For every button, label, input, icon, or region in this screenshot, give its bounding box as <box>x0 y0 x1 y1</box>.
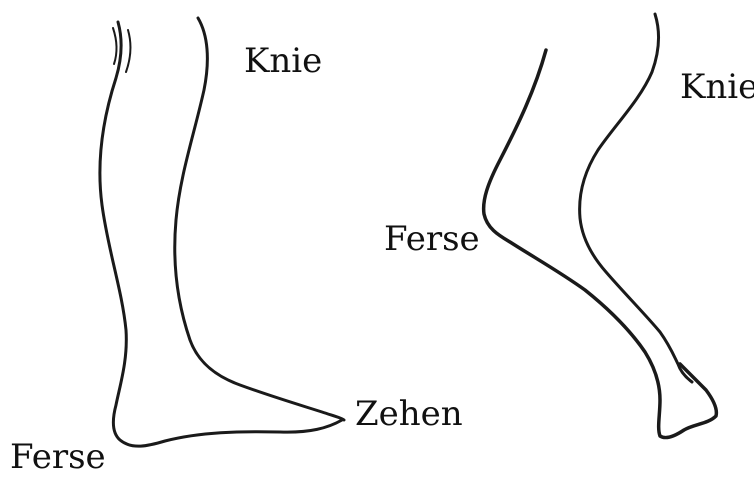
right-knee-label: Knie <box>680 67 754 107</box>
left-heel-label: Ferse <box>10 437 106 477</box>
left-toes-label: Zehen <box>355 394 463 434</box>
right-leg-back-contour <box>484 50 717 438</box>
right-heel-label: Ferse <box>384 219 480 259</box>
left-leg-back-contour <box>100 22 342 446</box>
left-leg-drawing <box>100 18 344 446</box>
left-knee-label: Knie <box>244 41 322 81</box>
right-leg-front-contour <box>580 14 692 382</box>
left-leg-back-contour-double-2 <box>113 28 117 64</box>
left-leg-back-contour-double <box>126 30 130 72</box>
